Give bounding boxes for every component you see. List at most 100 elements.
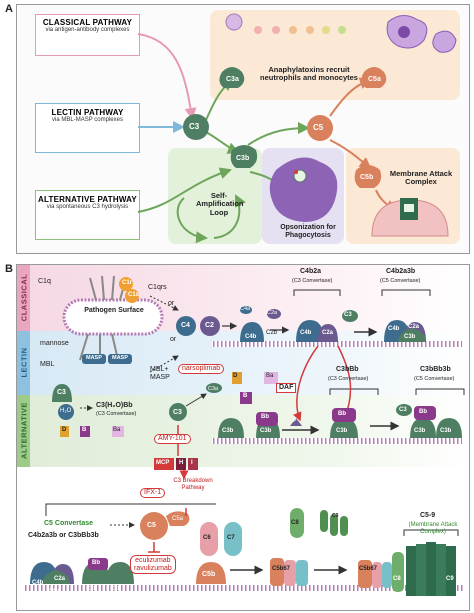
c6-label: C6	[203, 535, 211, 541]
i-label: I	[191, 460, 193, 466]
c3h2obb-label: C3(H₂O)Bb	[96, 402, 133, 409]
bottom-c2a-label: C2a	[54, 576, 66, 582]
c1s-label: C1s	[128, 292, 140, 298]
c4b2a3b-c3b	[398, 328, 426, 342]
c1r-circle	[119, 277, 133, 291]
eculizumab-box: eculizumab ravulizumab	[130, 555, 176, 575]
c3a-shape	[219, 67, 245, 88]
c3bbb-sub: (C3 Convertase)	[328, 376, 369, 382]
alt-c3b-label: C3b	[222, 428, 234, 434]
c4a-label: C4a	[240, 306, 251, 312]
c7-shape	[224, 522, 242, 556]
c2a-label-mid: C2a	[267, 310, 278, 316]
alt-d-label: D	[62, 427, 67, 433]
c3b-label-2: C3b	[336, 428, 348, 434]
classical-arrow	[137, 33, 197, 120]
bottom-bb-label: Bb	[92, 560, 100, 566]
c1q-complex	[89, 275, 139, 303]
daf-label: DAF	[276, 383, 297, 393]
c3bbb3b-sub: (C5 Convertase)	[414, 376, 455, 382]
c4b2a3b-c2a-label: C2a	[408, 324, 420, 330]
alt-c3-label: C3	[57, 389, 66, 396]
mac-c5b67-label: C5b67	[359, 566, 378, 572]
c4b2a3b-c3b-label: C3b	[404, 334, 416, 340]
c3-label: C3	[189, 122, 200, 131]
c4b2a-sub: (C3 Convertase)	[292, 278, 333, 284]
classical-pathway-box: CLASSICAL PATHWAY via antigen-antibody c…	[35, 14, 140, 56]
c4b2a-label: C4b2a	[300, 268, 322, 275]
ifx1-label: IFX-1	[140, 488, 166, 498]
c3b-shape	[230, 145, 258, 168]
alt-c3a-ellipse	[206, 383, 222, 393]
bottom-c3b-label-3: C3b	[110, 586, 122, 592]
bb-block-1	[256, 412, 278, 426]
anaphylatoxins-label: Anaphylatoxins recruit neutrophils and m…	[260, 65, 358, 83]
lower-c5a-shape	[166, 511, 190, 526]
c3b-label: C3b	[236, 155, 250, 162]
classical-title: CLASSICAL PATHWAY	[42, 18, 133, 27]
amy101-label: AMY-101	[154, 434, 191, 444]
c4b2a-c4b	[296, 320, 324, 342]
c4a-shape	[240, 306, 252, 314]
lectin-sub: via MBL-MASP complexes	[52, 117, 123, 124]
c2a-shape-mid	[267, 309, 281, 319]
membrane-classical	[212, 341, 462, 347]
c3b-label-3: C3b	[414, 428, 426, 434]
h2o-label: H₂O	[60, 408, 72, 414]
c4b2a-c2a	[318, 324, 338, 342]
c3b-to-c5-arrow	[247, 122, 310, 146]
granule-3	[289, 26, 297, 34]
c3-circle	[183, 114, 209, 140]
c3bbb3b-label: C3bBb3b	[420, 366, 451, 373]
c3a-label: C3a	[226, 76, 239, 83]
h2o-circle	[58, 404, 74, 420]
mac-label-b: (Membrane Attack Complex)	[408, 522, 458, 535]
c8-shape-float	[290, 508, 304, 538]
masp-label-2: MASP	[112, 355, 128, 361]
granule-4	[306, 26, 314, 34]
c2-circle	[200, 316, 220, 336]
bottom-c3b-label: C3b	[48, 589, 60, 595]
classical-sub: via antigen-antibody complexes	[45, 27, 130, 34]
c6-shape	[200, 522, 218, 556]
mbl-complex	[79, 333, 132, 364]
c3bbb-label: C3bBb	[336, 366, 359, 373]
c4b2a-c2a-label: C2a	[322, 330, 334, 336]
monocyte-cell-2	[432, 30, 457, 53]
i-block	[188, 458, 198, 470]
c4b-label: C4b	[245, 334, 257, 340]
bottom-c3b-label-2: C3b	[86, 586, 98, 592]
properdin-triangle	[290, 418, 302, 426]
b-label: B	[243, 393, 248, 399]
mac-c9-label: C9	[446, 576, 454, 582]
c4b2a3b-label: C4b2a3b	[386, 268, 416, 275]
c4b2a-c4b-label: C4b	[300, 330, 312, 336]
lectin-pathway-box: LECTIN PATHWAY via MBL-MASP complexes	[35, 103, 140, 153]
lower-c5b-shape	[196, 562, 226, 584]
loop-label: Self-Amplification Loop	[196, 191, 244, 217]
classical-tab	[17, 265, 30, 331]
c4b2a3b-c4b-label: C4b	[388, 326, 400, 332]
d-block	[232, 372, 242, 384]
c3b-label-1: C3b	[260, 428, 272, 434]
lower-c5-label: C5	[147, 522, 156, 529]
alternative-arrow	[137, 167, 232, 213]
mac-label-a: Membrane Attack Complex	[389, 169, 453, 187]
bottom-c4b-label: C4b	[32, 580, 44, 586]
phagocyte-cell	[269, 157, 338, 222]
c5b-label: C5b	[360, 174, 374, 181]
mbl-label: MBL	[40, 361, 55, 368]
narsoplimab-label: narsoplimab	[178, 364, 225, 374]
properdin-label: P	[293, 418, 297, 424]
mbl-masp-label: MBL+ MASP	[150, 366, 170, 381]
pathogen-surface	[62, 298, 164, 336]
c3h2obb-sub: (C3 Convertase)	[96, 411, 137, 417]
panel-b-diagram	[24, 275, 465, 596]
or-label-mid: or	[170, 336, 177, 343]
alternative-title: ALTERNATIVE PATHWAY	[38, 195, 137, 204]
membrane-alternative	[212, 438, 462, 444]
c7-label: C7	[227, 535, 235, 541]
granule-6	[338, 26, 346, 34]
d-label: D	[233, 373, 238, 379]
bacterium-dot	[294, 170, 298, 174]
